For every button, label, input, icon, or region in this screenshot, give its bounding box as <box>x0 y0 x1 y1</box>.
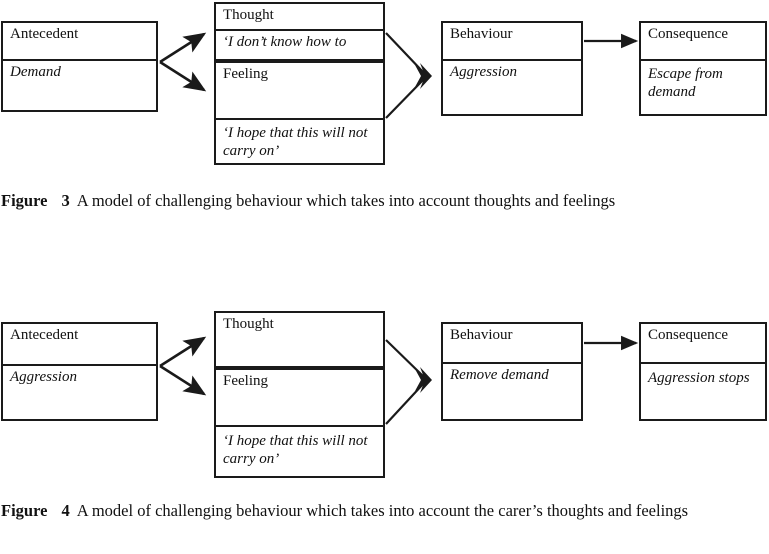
fig4-antecedent-box: Antecedent Aggression <box>1 322 158 421</box>
figure-4-caption-label: Figure <box>1 501 48 520</box>
fig4-behaviour-header: Behaviour <box>443 324 581 364</box>
fig4-antecedent-to-thought-arrow <box>159 336 207 368</box>
fig3-behaviour-value: Aggression <box>450 64 517 80</box>
fig4-consequence-box: Consequence Aggression stops <box>639 322 767 421</box>
fig3-consequence-header: Consequence <box>641 23 765 61</box>
figure-3-caption-label: Figure <box>1 191 48 210</box>
fig3-antecedent-to-feeling-arrow <box>159 60 207 92</box>
fig3-consequence-box: Consequence Escape from demand <box>639 21 767 116</box>
fig3-antecedent-box: Antecedent Demand <box>1 21 158 112</box>
figure-3-caption-text: A model of challenging behaviour which t… <box>76 191 616 210</box>
fig3-behaviour-header: Behaviour <box>443 23 581 61</box>
fig3-thought-box: Thought ‘I don’t know how to <box>214 2 385 61</box>
fig3-antecedent-value: Demand <box>10 64 61 80</box>
fig4-feeling-header: Feeling <box>216 370 383 427</box>
fig3-antecedent-header: Antecedent <box>3 23 156 61</box>
fig4-feeling-value: ‘I hope that this will not carry on’ <box>223 433 368 467</box>
fig3-feeling-box: Feeling ‘I hope that this will not carry… <box>214 61 385 165</box>
fig3-thought-to-behaviour-arrow <box>385 32 425 74</box>
fig4-merge-arrowhead-icon <box>415 367 432 393</box>
fig3-feeling-value: ‘I hope that this will not carry on’ <box>223 125 368 159</box>
fig4-behaviour-box: Behaviour Remove demand <box>441 322 583 421</box>
figure-4-caption: Figure 4 A model of challenging behaviour … <box>1 500 767 521</box>
figure-3-caption: Figure 3 A model of challenging behaviour … <box>1 190 767 211</box>
fig4-consequence-value: Aggression stops <box>648 370 750 386</box>
fig3-merge-arrowhead-icon <box>415 63 432 89</box>
fig4-consequence-header: Consequence <box>641 324 765 364</box>
figure-4-caption-text: A model of challenging behaviour which t… <box>76 501 689 520</box>
fig3-antecedent-to-thought-arrow <box>159 32 207 64</box>
fig4-antecedent-header: Antecedent <box>3 324 156 366</box>
fig4-behaviour-value: Remove demand <box>450 367 549 383</box>
figure-3-caption-number: 3 <box>61 191 70 210</box>
fig3-feeling-to-behaviour-arrow <box>385 78 425 119</box>
fig4-thought-header: Thought <box>223 316 274 332</box>
fig4-antecedent-to-feeling-arrow <box>159 364 207 396</box>
fig4-antecedent-value: Aggression <box>10 369 77 385</box>
fig3-consequence-value: Escape from demand <box>648 66 723 100</box>
fig3-thought-header: Thought <box>216 4 383 31</box>
fig4-thought-value <box>216 342 383 366</box>
fig3-feeling-header: Feeling <box>216 63 383 120</box>
fig4-feeling-to-behaviour-arrow <box>385 382 425 425</box>
fig3-thought-value: ‘I don’t know how to <box>223 34 347 50</box>
fig4-thought-to-behaviour-arrow <box>385 339 425 378</box>
fig4-thought-box: Thought <box>214 311 385 368</box>
fig3-behaviour-box: Behaviour Aggression <box>441 21 583 116</box>
fig4-feeling-box: Feeling ‘I hope that this will not carry… <box>214 368 385 478</box>
figure-4-caption-number: 4 <box>61 501 70 520</box>
